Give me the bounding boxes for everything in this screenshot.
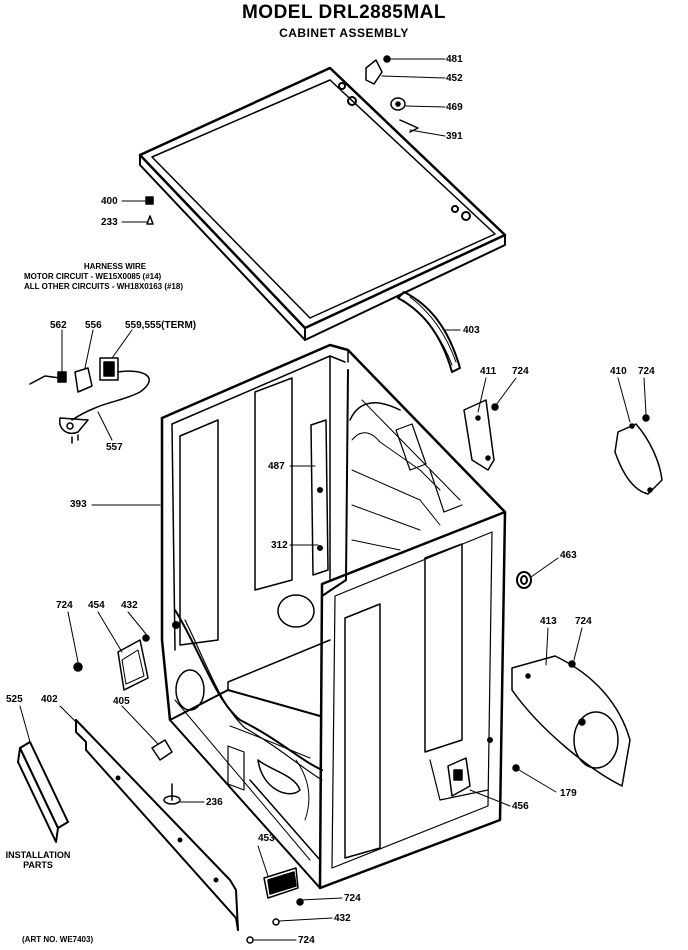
callout-557: 557	[106, 442, 123, 453]
callout-405: 405	[113, 696, 130, 707]
installation-note-line1: INSTALLATION	[5, 850, 71, 860]
installation-note-line2: PARTS	[23, 860, 53, 870]
harness-note-other: ALL OTHER CIRCUITS - WH18X0163 (#18)	[24, 282, 183, 291]
callout-724-a: 724	[512, 366, 529, 377]
callout-233: 233	[101, 217, 118, 228]
callout-393: 393	[70, 499, 87, 510]
installation-parts-bag-525	[18, 742, 68, 842]
callout-724-e: 724	[344, 893, 361, 904]
callout-411: 411	[480, 366, 497, 377]
callout-724-d: 724	[575, 616, 592, 627]
part-453	[264, 868, 298, 898]
callout-402: 402	[41, 694, 58, 705]
callout-487: 487	[268, 461, 285, 472]
small-fasteners-400-233	[146, 197, 153, 224]
duct-part-403	[398, 292, 460, 372]
callout-410: 410	[610, 366, 627, 377]
cabinet-body-part	[162, 345, 505, 888]
harness-wire-parts	[30, 358, 149, 443]
callout-452: 452	[446, 73, 463, 84]
top-panel-part	[140, 68, 505, 340]
callout-432-a: 432	[121, 600, 138, 611]
callout-400: 400	[101, 196, 118, 207]
callout-236: 236	[206, 797, 223, 808]
harness-note-motor: MOTOR CIRCUIT - WE15X0085 (#14)	[24, 272, 162, 281]
callout-413: 413	[540, 616, 557, 627]
callout-562: 562	[50, 320, 67, 331]
callout-312: 312	[271, 540, 288, 551]
assembly-subtitle: CABINET ASSEMBLY	[279, 26, 409, 40]
callout-724-c: 724	[56, 600, 73, 611]
cover-part-410	[615, 415, 662, 494]
grommet-part-463	[517, 572, 531, 588]
harness-note-title: HARNESS WIRE	[83, 262, 147, 271]
leader-lines-harness	[62, 330, 132, 440]
toe-kick-panel-402	[76, 720, 238, 930]
callout-403: 403	[463, 325, 480, 336]
callout-453: 453	[258, 833, 275, 844]
callout-525: 525	[6, 694, 23, 705]
callout-454: 454	[88, 600, 105, 611]
art-number: (ART NO. WE7403)	[22, 935, 94, 944]
bracket-part-454	[74, 635, 149, 690]
leveling-leg-236	[164, 784, 180, 804]
callout-456: 456	[512, 801, 529, 812]
callout-556: 556	[85, 320, 102, 331]
part-405	[152, 740, 172, 760]
callout-179: 179	[560, 788, 577, 799]
part-456	[448, 758, 470, 796]
callout-559-555: 559,555(TERM)	[125, 320, 197, 331]
callout-432-b: 432	[334, 913, 351, 924]
inner-strip-parts	[311, 420, 328, 575]
leader-lines-top	[122, 59, 445, 222]
callout-481: 481	[446, 54, 463, 65]
panel-part-411	[464, 400, 498, 470]
callout-469: 469	[446, 102, 463, 113]
callout-391: 391	[446, 131, 463, 142]
leader-lines-body	[20, 378, 646, 940]
callout-724-b: 724	[638, 366, 655, 377]
callout-463: 463	[560, 550, 577, 561]
callout-724-f: 724	[298, 935, 315, 946]
model-title: MODEL DRL2885MAL	[241, 2, 446, 23]
rear-panel-part-413	[512, 656, 630, 786]
